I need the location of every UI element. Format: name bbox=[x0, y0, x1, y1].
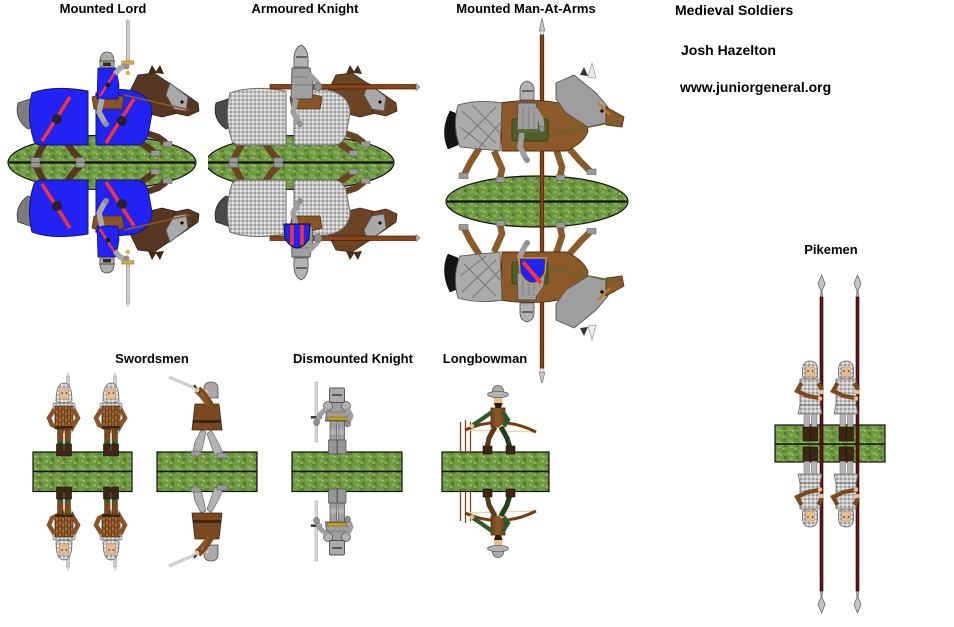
longbowman-figure bbox=[441, 385, 550, 572]
face bbox=[59, 388, 69, 400]
lance-tip bbox=[415, 82, 420, 92]
face bbox=[805, 366, 815, 377]
mirrored-figure bbox=[444, 202, 624, 384]
bow-arm bbox=[471, 410, 494, 427]
armoured-knight-drawing bbox=[214, 44, 420, 163]
lance-arm bbox=[532, 107, 545, 128]
pikemen-drawing bbox=[794, 274, 861, 445]
waist-sash bbox=[517, 129, 539, 133]
pike-head bbox=[817, 274, 826, 293]
chanfron-spike bbox=[587, 61, 597, 79]
unit-label-longbowman: Longbowman bbox=[442, 351, 528, 366]
heraldic-emblem bbox=[52, 114, 62, 124]
unit-longbowman bbox=[437, 368, 555, 572]
mounted-lord-figure bbox=[7, 17, 207, 313]
mirrored-figure bbox=[215, 163, 420, 281]
unit-label-pikemen: Pikemen bbox=[804, 242, 858, 257]
sword-arm bbox=[112, 63, 127, 76]
leather-vest bbox=[54, 405, 74, 429]
man-at-arms-drawing bbox=[444, 17, 625, 202]
swordsmen-figure bbox=[32, 368, 258, 572]
sword-blade bbox=[126, 20, 130, 64]
mirrored-figure bbox=[311, 489, 351, 561]
mounted-man-at-arms-figure bbox=[438, 17, 629, 384]
unit-label-mounted-man-at-arms: Mounted Man-At-Arms bbox=[456, 1, 596, 16]
mounted-lord-drawing bbox=[16, 17, 200, 163]
heraldic-emblem bbox=[117, 116, 127, 126]
unit-swordsmen bbox=[25, 368, 260, 572]
unit-pikemen bbox=[770, 270, 890, 620]
unit-dismounted-knight bbox=[288, 368, 406, 572]
unit-label-dismounted-knight: Dismounted Knight bbox=[293, 351, 413, 366]
kettle-hat bbox=[487, 390, 509, 399]
unit-label-swordsmen: Swordsmen bbox=[115, 351, 189, 366]
unit-armoured-knight bbox=[208, 17, 420, 285]
side-swordsman-drawing bbox=[168, 375, 228, 459]
pike-shaft bbox=[819, 296, 824, 445]
unit-label-mounted-lord: Mounted Lord bbox=[59, 1, 147, 16]
mirrored-figure bbox=[797, 444, 861, 614]
chanfron-armor bbox=[363, 82, 387, 112]
rider-breastplate bbox=[516, 102, 540, 134]
mirrored-figure bbox=[461, 489, 537, 558]
dismounted-knight-drawing bbox=[310, 381, 354, 455]
website-url: www.juniorgeneral.org bbox=[680, 79, 832, 95]
gold-belt bbox=[327, 416, 347, 421]
dismounted-knight-figure bbox=[291, 381, 403, 572]
chanfron-armor bbox=[165, 82, 189, 112]
longbowman-drawing bbox=[459, 385, 537, 455]
face bbox=[494, 397, 503, 405]
unit-label-armoured-knight: Armoured Knight bbox=[251, 1, 359, 16]
sword-crossguard bbox=[121, 60, 135, 65]
mirrored-figure bbox=[17, 163, 199, 308]
mirrored-figure bbox=[49, 487, 125, 572]
author-name: Josh Hazelton bbox=[681, 42, 776, 58]
page-title: Medieval Soldiers bbox=[675, 2, 794, 18]
front-swordsmen-drawing bbox=[46, 371, 125, 456]
sword-blade bbox=[314, 381, 318, 443]
unit-mounted-man-at-arms bbox=[438, 15, 634, 383]
swinging-sword bbox=[168, 375, 198, 391]
rider-helmet bbox=[293, 44, 309, 68]
armoured-knight-figure bbox=[208, 44, 420, 285]
tunic bbox=[191, 403, 223, 431]
mirrored-figure bbox=[167, 483, 229, 568]
beard bbox=[494, 403, 503, 408]
unit-mounted-lord bbox=[2, 17, 207, 313]
caparison-rear bbox=[226, 87, 287, 146]
pikemen-figure bbox=[774, 270, 886, 620]
lance-tip bbox=[538, 17, 546, 32]
horse-muzzle bbox=[605, 106, 625, 128]
